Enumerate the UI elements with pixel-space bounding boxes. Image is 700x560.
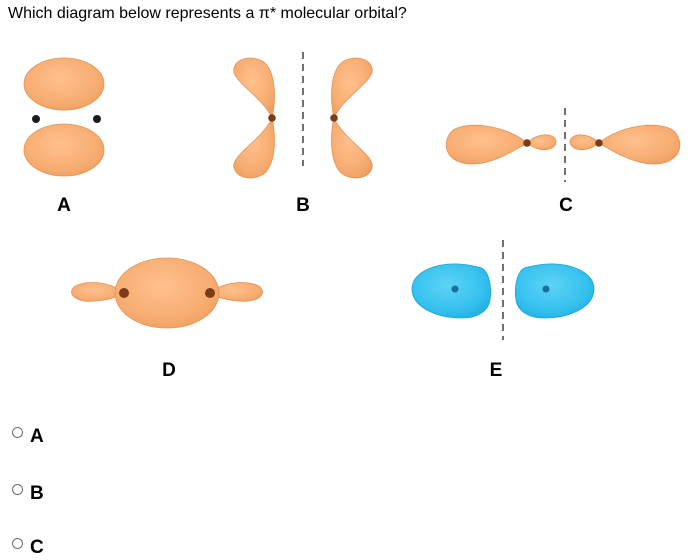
answer-option-label: A (30, 426, 44, 447)
radio-button-unchecked-icon[interactable] (12, 427, 23, 438)
diagram-b-orbital (233, 52, 373, 179)
diagram-e-orbital (411, 240, 595, 340)
diagram-b-left-lower-lobe (233, 116, 275, 179)
diagram-c-orbital (445, 108, 681, 182)
diagram-c-left-outer-lobe (445, 124, 528, 165)
diagram-b-right-lower-lobe (331, 116, 373, 179)
diagram-b-nucleus-right (330, 114, 338, 122)
answer-option-c[interactable]: C (12, 536, 44, 560)
diagram-c-nucleus-left (523, 139, 531, 147)
diagram-d-nucleus-left (119, 288, 129, 298)
diagram-e-left-lobe (411, 263, 492, 319)
diagram-b-right-upper-lobe (331, 57, 373, 120)
radio-button-unchecked-icon[interactable] (12, 484, 23, 495)
diagram-e-nucleus-left (451, 285, 459, 293)
question-text: Which diagram below represents a π* mole… (8, 5, 407, 22)
diagram-a-nucleus-right (93, 115, 101, 123)
diagram-a-nucleus-left (32, 115, 40, 123)
diagram-c-left-inner-lobe (526, 134, 557, 150)
answer-option-label: C (30, 537, 44, 558)
diagram-e-right-lobe (514, 263, 595, 319)
diagram-a-lower-lobe (23, 123, 105, 177)
diagram-d-left-small-lobe (71, 282, 125, 302)
answer-option-a[interactable]: A (12, 425, 44, 449)
diagram-a-orbital (23, 57, 105, 177)
diagram-d-nucleus-right (205, 288, 215, 298)
diagram-e-nucleus-right (542, 285, 550, 293)
diagram-a-label: A (57, 195, 71, 216)
diagram-c-right-inner-lobe (569, 134, 600, 150)
diagram-d-right-small-lobe (209, 282, 263, 302)
answer-option-label: B (30, 483, 44, 504)
diagram-b-nucleus-left (268, 114, 276, 122)
diagram-d-orbital (71, 257, 263, 329)
diagram-b-label: B (296, 195, 310, 216)
diagram-e-label: E (489, 360, 503, 381)
diagram-c-label: C (559, 195, 573, 216)
diagram-d-label: D (162, 360, 176, 381)
diagram-a-upper-lobe (23, 57, 105, 111)
answer-option-b[interactable]: B (12, 482, 44, 506)
diagram-d-central-lobe (114, 257, 220, 329)
diagram-c-nucleus-right (595, 139, 603, 147)
orbital-diagrams (23, 52, 681, 340)
diagram-b-left-upper-lobe (233, 57, 275, 120)
radio-button-unchecked-icon[interactable] (12, 538, 23, 549)
diagram-c-right-outer-lobe (598, 124, 681, 165)
